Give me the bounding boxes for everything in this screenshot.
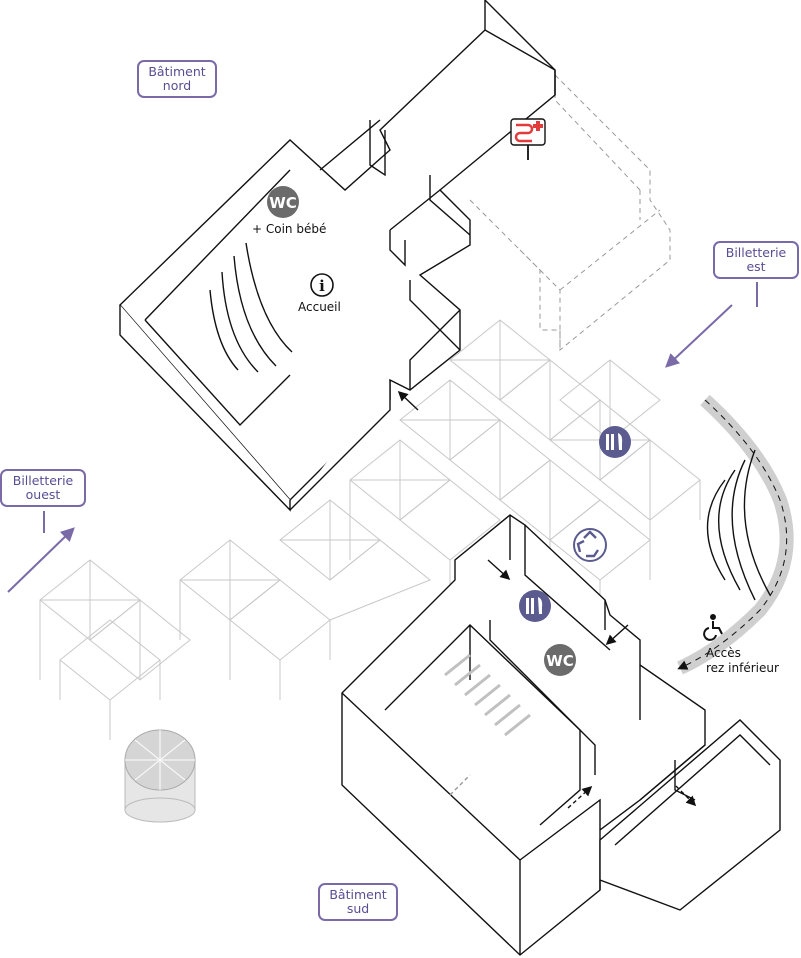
- wc-icon: WC: [267, 186, 299, 218]
- svg-text:WC: WC: [546, 652, 574, 670]
- label-batiment-sud-line1: Bâtiment: [329, 887, 387, 902]
- wheelchair-icon: [703, 614, 723, 641]
- arrow-icon: [487, 559, 511, 581]
- label-batiment-sud-line2: sud: [346, 901, 370, 916]
- food-icon: [599, 426, 631, 458]
- arrow-icon: [397, 390, 419, 411]
- svg-text:WC: WC: [269, 194, 297, 212]
- coin-bebe-text: + Coin bébé: [252, 222, 327, 236]
- label-billetterie-ouest: Billetterie ouest: [0, 469, 86, 507]
- label-batiment-sud: Bâtiment sud: [318, 883, 398, 921]
- south-building: [341, 514, 781, 956]
- wc-icon: WC: [544, 644, 576, 676]
- label-billetterie-ouest-line2: ouest: [25, 487, 61, 502]
- first-aid-icon: [510, 118, 546, 160]
- label-batiment-nord-line2: nord: [162, 78, 192, 93]
- label-billetterie-ouest-line1: Billetterie: [12, 473, 74, 488]
- info-icon: i: [310, 273, 334, 297]
- arrow-icon: [567, 785, 593, 809]
- label-batiment-nord-line1: Bâtiment: [148, 64, 206, 79]
- acces-text-line2: rez inférieur: [706, 661, 779, 675]
- label-billetterie-est-line2: est: [746, 259, 766, 274]
- label-billetterie-est-line1: Billetterie: [725, 245, 787, 260]
- dashed-outline: [469, 74, 671, 352]
- access-ramp: [677, 394, 794, 675]
- svg-text:i: i: [319, 277, 325, 295]
- accueil-text: Accueil: [298, 300, 341, 314]
- stage-arcs-north: [209, 242, 293, 373]
- food-icon: [519, 590, 551, 622]
- north-building: [119, 0, 556, 512]
- entry-arrows: [397, 390, 697, 809]
- ticket-arrows: [7, 282, 758, 593]
- tent-grid: [39, 319, 701, 740]
- recycling-icon: [573, 528, 607, 562]
- stairs: [444, 653, 531, 737]
- water-tank: [124, 729, 196, 823]
- arrow-icon: [605, 624, 629, 646]
- arrow-icon: [675, 785, 697, 807]
- stage-arcs-east: [706, 449, 771, 601]
- label-billetterie-est: Billetterie est: [713, 241, 799, 279]
- acces-text-line1: Accès: [706, 646, 741, 660]
- label-batiment-nord: Bâtiment nord: [137, 60, 217, 98]
